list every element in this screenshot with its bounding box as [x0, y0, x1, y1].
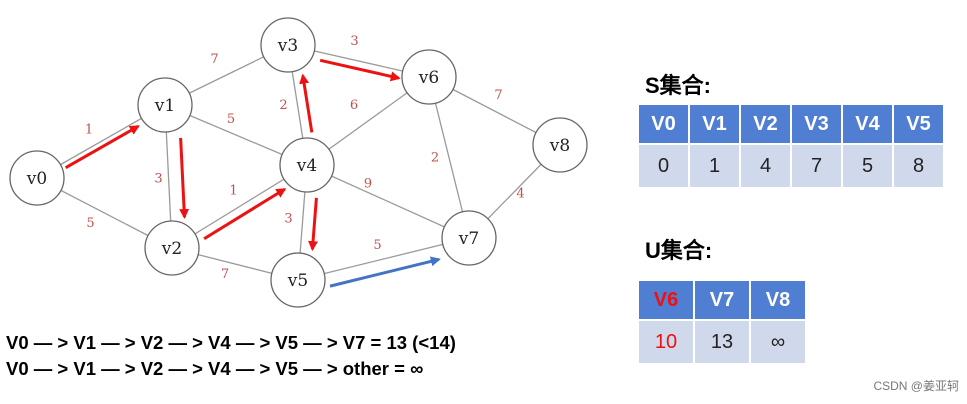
s-set-value-cell: 4 — [741, 145, 790, 187]
path-arrow-v2-v4 — [203, 187, 287, 240]
edge-weight-v3-v6: 3 — [350, 34, 358, 49]
u-set-value-row: 10 13 ∞ — [639, 321, 805, 363]
edge-weight-v4-v6: 6 — [350, 98, 358, 113]
edge-weight-v1-v2: 3 — [154, 172, 162, 187]
edge-weight-v0-v2: 5 — [86, 216, 94, 231]
path-description: V0 — > V1 — > V2 — > V4 — > V5 — > V7 = … — [6, 330, 456, 382]
graph-diagram: 1 5 3 7 5 1 7 2 3 3 6 9 5 2 7 4 v0 v1 v2 v3 v4 v5 v6 v7 v8 — [9, 17, 588, 308]
edge-weight-v6-v7: 2 — [431, 151, 439, 166]
node-label: v4 — [296, 156, 317, 176]
edge-weight-v6-v8: 7 — [494, 88, 502, 103]
s-set-header-cell: V5 — [894, 105, 943, 143]
u-set-table: V6 V7 V8 10 13 ∞ — [637, 279, 807, 365]
u-set-header-cell: V6 — [639, 281, 693, 319]
s-set-value-cell: 1 — [690, 145, 739, 187]
path-arrow-v4-v3 — [299, 73, 314, 133]
node-v1: v1 — [137, 77, 193, 133]
edge-weight-v3-v4: 2 — [279, 98, 287, 113]
path-arrow-v0-v1 — [64, 125, 140, 169]
edge-weight-v2-v4: 1 — [229, 184, 237, 199]
node-label: v0 — [26, 169, 47, 189]
u-set-title: U集合: — [645, 238, 713, 263]
node-label: v8 — [549, 136, 570, 156]
u-set-value-cell: ∞ — [751, 321, 805, 363]
s-set-title: S集合: — [645, 73, 712, 98]
node-label: v3 — [277, 36, 298, 56]
node-label: v6 — [418, 68, 439, 88]
s-set-header-cell: V3 — [792, 105, 841, 143]
path-line-1: V0 — > V1 — > V2 — > V4 — > V5 — > V7 = … — [6, 332, 456, 353]
path-arrow-v1-v2 — [179, 137, 190, 220]
node-label: v7 — [458, 229, 479, 249]
path-arrow-v5-v7 — [329, 256, 441, 288]
u-set-header-row: V6 V7 V8 — [639, 281, 805, 319]
edge-weight-v4-v5: 3 — [284, 212, 292, 227]
s-set-value-cell: 8 — [894, 145, 943, 187]
u-set-header-cell: V8 — [751, 281, 805, 319]
s-set-value-cell: 7 — [792, 145, 841, 187]
edge-weight-v2-v5: 7 — [221, 267, 229, 282]
s-set-header-cell: V0 — [639, 105, 688, 143]
node-label: v2 — [161, 239, 182, 259]
u-set-header-cell: V7 — [695, 281, 749, 319]
edge-weight-v7-v8: 4 — [516, 187, 524, 202]
path-line-2: V0 — > V1 — > V2 — > V4 — > V5 — > other… — [6, 358, 424, 379]
node-v3: v3 — [260, 17, 316, 73]
u-set-value-cell: 10 — [639, 321, 693, 363]
s-set-header-cell: V4 — [843, 105, 892, 143]
path-arrow-v3-v6 — [319, 58, 401, 82]
node-v2: v2 — [144, 220, 200, 276]
path-arrow-v4-v5 — [308, 197, 319, 252]
node-label: v1 — [154, 96, 175, 116]
node-v8: v8 — [532, 117, 588, 173]
s-set-header-cell: V2 — [741, 105, 790, 143]
s-set-value-cell: 0 — [639, 145, 688, 187]
s-set-header-cell: V1 — [690, 105, 739, 143]
node-v7: v7 — [441, 210, 497, 266]
node-v6: v6 — [401, 49, 457, 105]
node-v5: v5 — [270, 252, 326, 308]
s-set-header-row: V0 V1 V2 V3 V4 V5 — [639, 105, 943, 143]
edge-weight-v5-v7: 5 — [373, 238, 381, 253]
edge-weight-v4-v7: 9 — [364, 177, 372, 192]
s-set-value-cell: 5 — [843, 145, 892, 187]
s-set-table: V0 V1 V2 V3 V4 V5 0 1 4 7 5 8 — [637, 103, 945, 189]
node-label: v5 — [287, 271, 308, 291]
edge-weight-v1-v3: 7 — [210, 52, 218, 67]
edge-weight-v1-v4: 5 — [227, 112, 235, 127]
edge-weight-v0-v1: 1 — [85, 123, 93, 138]
node-v0: v0 — [9, 150, 65, 206]
u-set-value-cell: 13 — [695, 321, 749, 363]
edge-v5-v7 — [297, 237, 470, 281]
s-set-value-row: 0 1 4 7 5 8 — [639, 145, 943, 187]
node-v4: v4 — [279, 137, 335, 193]
edge-v4-v7 — [306, 164, 470, 239]
credit-watermark: CSDN @姜亚轲 — [873, 379, 959, 393]
